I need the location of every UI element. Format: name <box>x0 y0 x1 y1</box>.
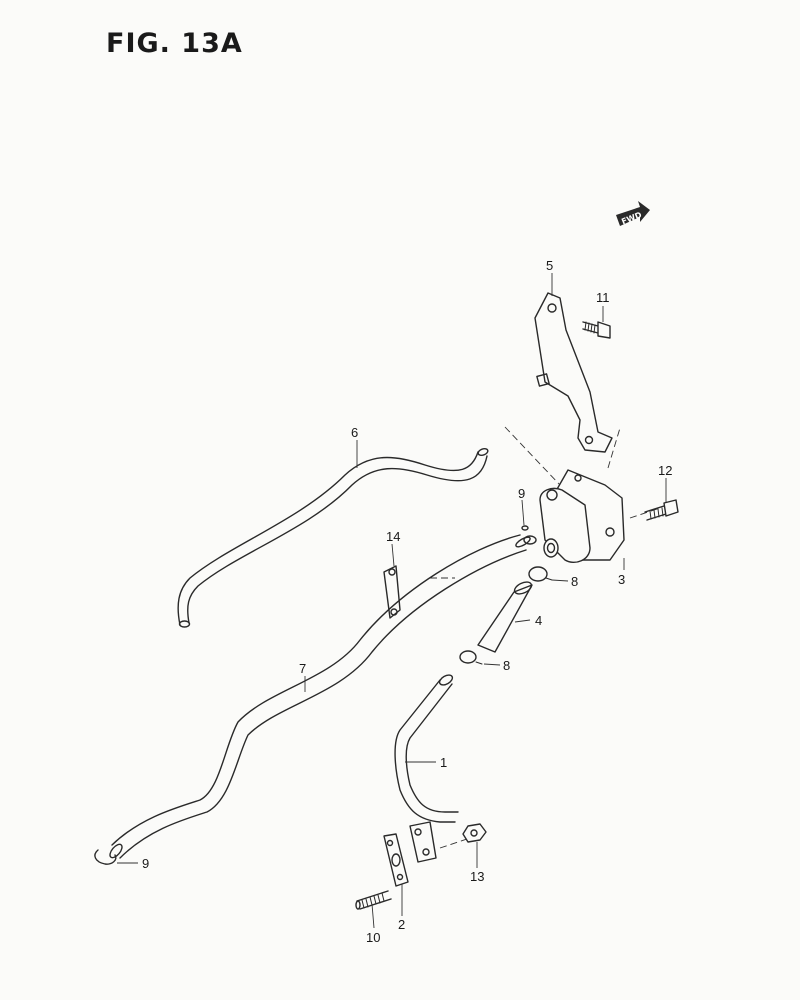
callout-9-lower: 9 <box>142 856 149 871</box>
callout-12: 12 <box>658 463 672 478</box>
bracket-part-5 <box>534 292 613 453</box>
clip-part-9-lower <box>94 849 117 865</box>
assembly-line <box>629 507 661 519</box>
callout-8-upper: 8 <box>571 574 578 589</box>
callout-13: 13 <box>470 869 484 884</box>
hose-part-6 <box>177 448 489 628</box>
clamp-part-8-upper <box>528 566 553 582</box>
pipe-part-7 <box>109 534 531 859</box>
pipe-part-1 <box>394 674 459 863</box>
callout-4: 4 <box>535 613 542 628</box>
figure-title: FIG. 13A <box>106 28 243 59</box>
callout-1: 1 <box>440 755 447 770</box>
bolt-part-12 <box>644 499 679 521</box>
callout-7: 7 <box>299 661 306 676</box>
clip-part-9-upper <box>521 525 537 545</box>
callout-14: 14 <box>386 529 400 544</box>
bracket-part-14 <box>383 565 401 619</box>
callout-11: 11 <box>596 290 610 305</box>
fwd-arrow-icon: FWD <box>616 201 650 226</box>
callout-labels: 5 11 6 12 9 8 3 14 4 8 7 1 9 13 2 10 <box>142 258 672 945</box>
bolt-part-11 <box>582 321 611 339</box>
callout-6: 6 <box>351 425 358 440</box>
hose-part-4 <box>477 581 533 653</box>
nut-part-13 <box>462 823 487 843</box>
callout-9-upper: 9 <box>518 486 525 501</box>
assembly-line <box>439 837 471 849</box>
assembly-line <box>607 427 621 469</box>
callout-8-lower: 8 <box>503 658 510 673</box>
gasket-part-2 <box>383 833 409 887</box>
leader-lines <box>117 273 667 929</box>
assembly-line <box>504 426 561 486</box>
callout-3: 3 <box>618 572 625 587</box>
stud-part-10 <box>355 890 392 910</box>
callout-10: 10 <box>366 930 380 945</box>
callout-5: 5 <box>546 258 553 273</box>
valve-part-3 <box>539 469 625 564</box>
clamp-part-8-lower <box>459 650 483 665</box>
callout-2: 2 <box>398 917 405 932</box>
